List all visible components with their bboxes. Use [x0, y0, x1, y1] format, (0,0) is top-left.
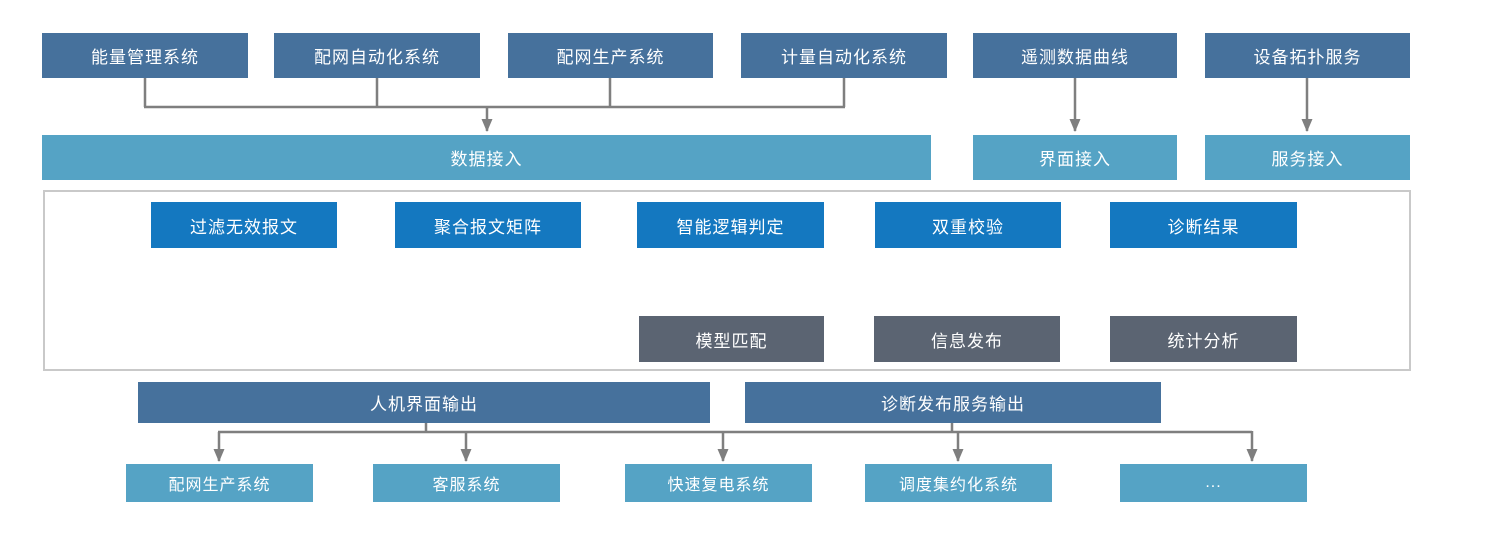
access-box-data: 数据接入: [42, 135, 931, 180]
step-diagnosis-result: 诊断结果: [1110, 202, 1297, 248]
access-box-service: 服务接入: [1205, 135, 1410, 180]
result-box-info-publish: 信息发布: [874, 316, 1060, 362]
output-box-more: ...: [1120, 464, 1307, 502]
output-stub-lines: [424, 423, 954, 432]
result-box-model-matching: 模型匹配: [639, 316, 824, 362]
source-box-energy-management: 能量管理系统: [42, 33, 248, 78]
output-header-diagnosis-service: 诊断发布服务输出: [745, 382, 1161, 423]
output-box-customer-service: 客服系统: [373, 464, 560, 502]
source-box-telemetry-curve: 遥测数据曲线: [973, 33, 1177, 78]
output-box-fast-restoration: 快速复电系统: [625, 464, 812, 502]
source-box-distribution-production: 配网生产系统: [508, 33, 713, 78]
step-aggregate-message-matrix: 聚合报文矩阵: [395, 202, 581, 248]
source-box-device-topology: 设备拓扑服务: [1205, 33, 1410, 78]
source-box-distribution-automation: 配网自动化系统: [274, 33, 480, 78]
result-box-statistics: 统计分析: [1110, 316, 1297, 362]
output-box-distribution-production: 配网生产系统: [126, 464, 313, 502]
step-intelligent-logic-judgment: 智能逻辑判定: [637, 202, 824, 248]
output-header-hmi: 人机界面输出: [138, 382, 710, 423]
source-box-metering-automation: 计量自动化系统: [741, 33, 947, 78]
source-stub-lines: [143, 78, 846, 107]
access-box-ui: 界面接入: [973, 135, 1177, 180]
step-double-verification: 双重校验: [875, 202, 1061, 248]
step-filter-invalid-messages: 过滤无效报文: [151, 202, 337, 248]
output-box-dispatch-centralized: 调度集约化系统: [865, 464, 1052, 502]
